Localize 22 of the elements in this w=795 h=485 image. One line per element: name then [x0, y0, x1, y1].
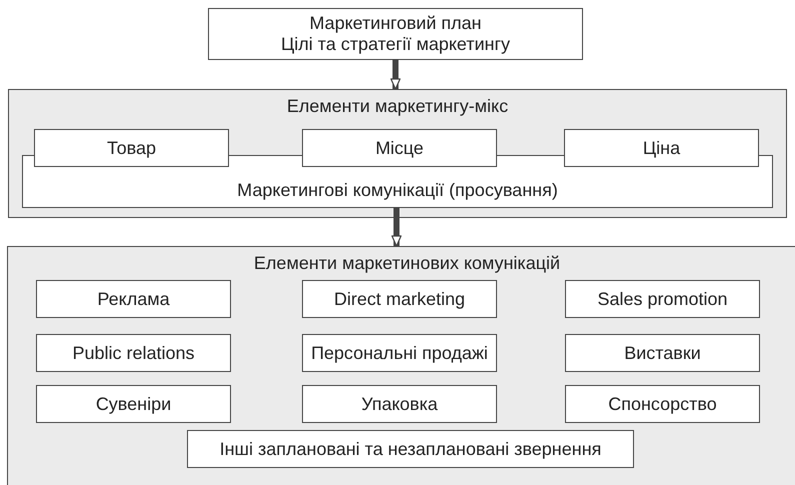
text-box: Інші заплановані та незаплановані звернення [187, 430, 634, 468]
block-arrow [390, 60, 401, 90]
text-box: Direct marketing [302, 280, 497, 318]
text-box: Місце [302, 129, 497, 167]
text-box [208, 8, 583, 60]
box-text: Цілі та стратегії маркетингу [280, 34, 510, 55]
text-box: Реклама [36, 280, 231, 318]
group-panel [8, 89, 787, 218]
text-box: Персональні продажі [302, 334, 497, 372]
box-text: Маркетинговий план [309, 13, 482, 34]
text-box: Упаковка [302, 385, 497, 423]
panel-title: Елементи маркетингу-мікс [286, 96, 510, 117]
text-box: Public relations [36, 334, 231, 372]
text-box: Sales promotion [565, 280, 760, 318]
text-box: Ціна [564, 129, 759, 167]
block-arrow [391, 207, 402, 247]
text-box: Сувеніри [36, 385, 231, 423]
panel-title: Елементи маркетинових комунікацій [252, 253, 562, 274]
text-box: Товар [34, 129, 229, 167]
group-panel [7, 246, 795, 485]
text-box: Спонсорство [565, 385, 760, 423]
text-box: Виставки [565, 334, 760, 372]
